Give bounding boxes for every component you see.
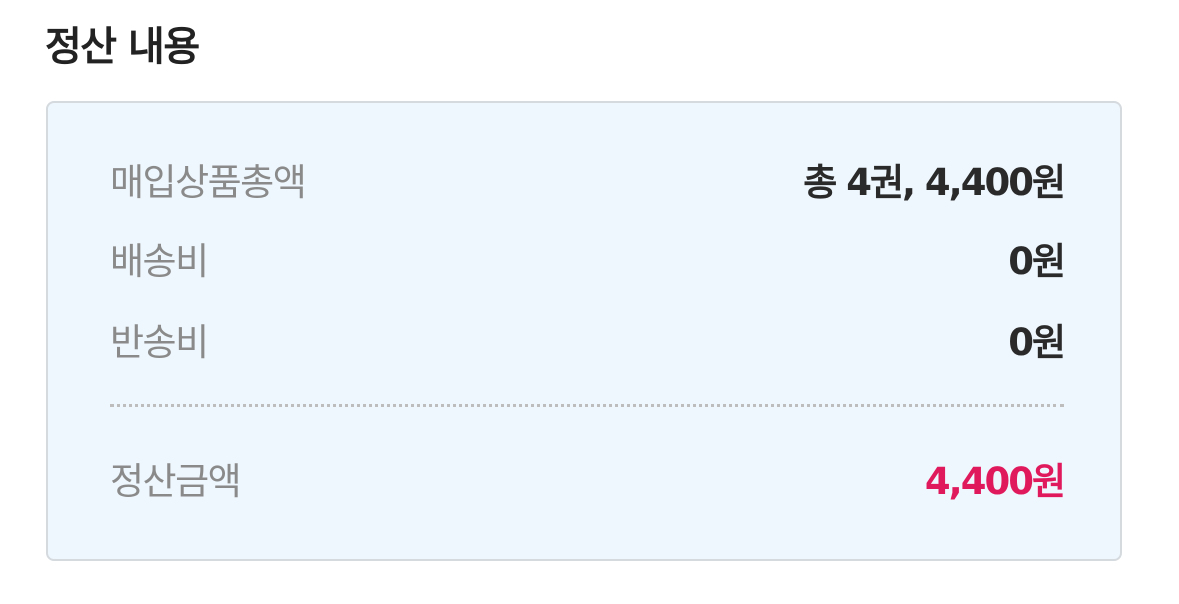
return-fee-row: 반송비 0원: [110, 309, 1066, 369]
purchase-total-label: 매입상품총액: [110, 161, 307, 204]
section-title: 정산 내용: [45, 24, 200, 70]
shipping-fee-value: 0원: [1008, 240, 1066, 283]
purchase-total-value: 총 4권, 4,400원: [803, 161, 1066, 204]
dotted-divider: [110, 404, 1064, 407]
shipping-fee-label: 배송비: [110, 240, 209, 283]
settlement-amount-row: 정산금액 4,400원: [110, 448, 1066, 508]
return-fee-value: 0원: [1008, 321, 1066, 364]
settlement-summary-box: 매입상품총액 총 4권, 4,400원 배송비 0원 반송비 0원 정산금액 4…: [46, 101, 1122, 561]
settlement-amount-label: 정산금액: [110, 460, 242, 503]
purchase-total-row: 매입상품총액 총 4권, 4,400원: [110, 149, 1066, 209]
return-fee-label: 반송비: [110, 321, 209, 364]
settlement-amount-value: 4,400원: [924, 460, 1066, 503]
shipping-fee-row: 배송비 0원: [110, 228, 1066, 288]
